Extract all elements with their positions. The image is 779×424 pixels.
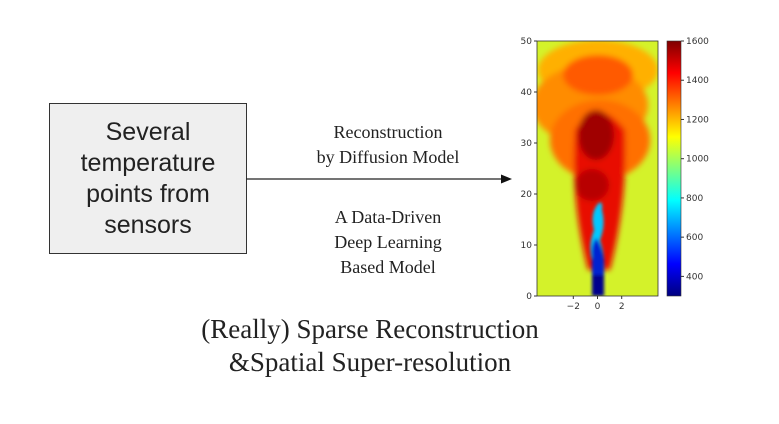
caption-line: (Really) Sparse Reconstruction xyxy=(201,314,539,344)
sensor-input-box: Several temperature points from sensors xyxy=(49,103,247,254)
colorbar-tick-label: 1600 xyxy=(686,37,709,47)
y-tick-label: 30 xyxy=(521,139,533,149)
x-axis: −2 0 2 xyxy=(567,296,625,312)
label-line: by Diffusion Model xyxy=(316,147,460,167)
y-tick-label: 10 xyxy=(521,241,533,251)
label-line: A Data-Driven xyxy=(334,207,442,227)
box-line: points from xyxy=(86,179,210,208)
box-line: sensors xyxy=(104,210,192,239)
colorbar-tick-label: 800 xyxy=(686,194,703,204)
box-line: Several xyxy=(105,117,191,146)
colorbar-axis: 400 600 800 1000 1200 1400 1600 xyxy=(681,37,709,282)
heatmap-field xyxy=(537,41,658,296)
colorbar-tick-label: 1000 xyxy=(686,155,709,165)
x-tick-label: 0 xyxy=(595,302,601,312)
caption: (Really) Sparse Reconstruction &Spatial … xyxy=(100,313,640,379)
y-tick-label: 0 xyxy=(526,292,532,302)
y-tick-label: 50 xyxy=(521,37,533,47)
label-line: Reconstruction xyxy=(333,122,443,142)
colorbar-tick-label: 400 xyxy=(686,272,703,282)
caption-line: &Spatial Super-resolution xyxy=(228,347,512,377)
y-tick-label: 20 xyxy=(521,190,533,200)
box-line: temperature xyxy=(80,148,216,177)
x-tick-label: 2 xyxy=(619,302,625,312)
x-tick-label: −2 xyxy=(567,302,580,312)
model-label: A Data-Driven Deep Learning Based Model xyxy=(290,205,486,280)
arrowhead-icon xyxy=(501,174,512,184)
colorbar-tick-label: 1200 xyxy=(686,115,709,125)
colorbar xyxy=(666,40,682,297)
y-tick-label: 40 xyxy=(521,88,533,98)
colorbar-tick-label: 600 xyxy=(686,233,703,243)
y-axis: 0 10 20 30 40 50 xyxy=(521,37,537,302)
label-line: Based Model xyxy=(340,257,436,277)
label-line: Deep Learning xyxy=(334,232,442,252)
colorbar-tick-label: 1400 xyxy=(686,76,709,86)
method-label: Reconstruction by Diffusion Model xyxy=(290,120,486,170)
